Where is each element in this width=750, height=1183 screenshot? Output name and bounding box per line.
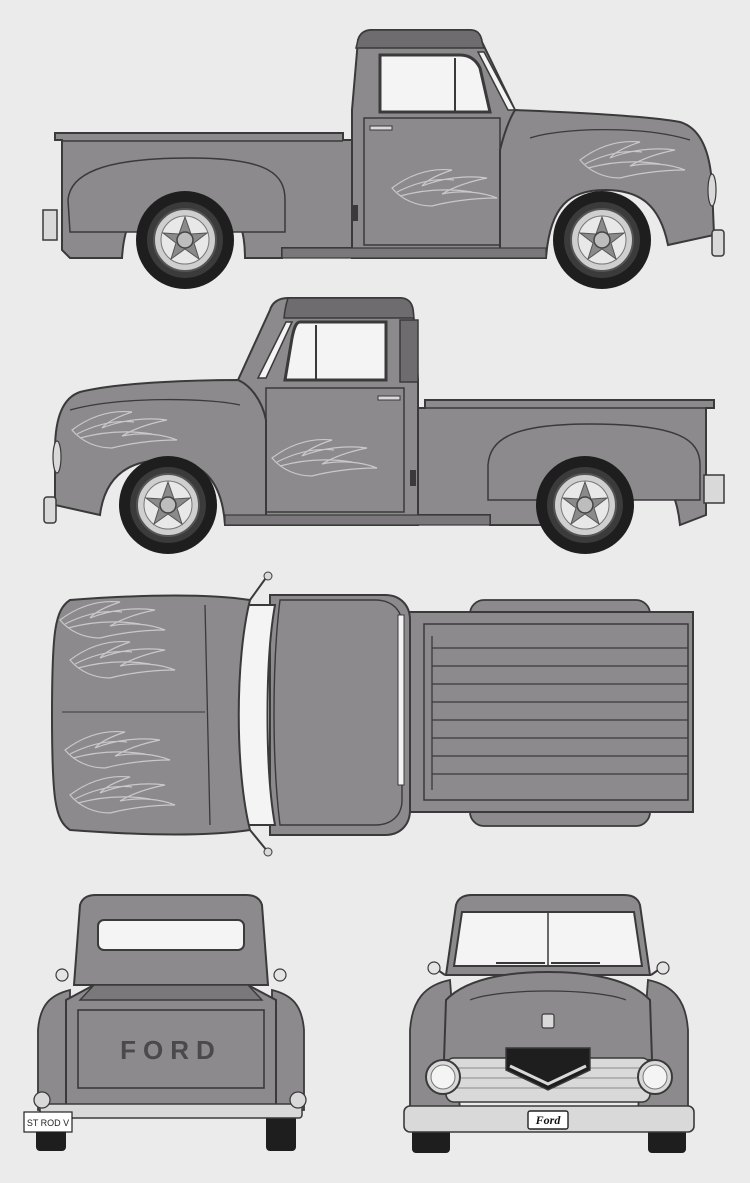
tailgate-lettering: FORD (120, 1035, 222, 1065)
hood-top (50, 594, 252, 836)
side-view-right (42, 29, 725, 290)
rear-bumper (703, 474, 725, 504)
rear-bumper (39, 1103, 303, 1119)
rear-window (97, 919, 245, 951)
rear-bumper (42, 209, 58, 241)
side-window (283, 320, 388, 382)
front-bumper (43, 496, 57, 524)
license-plate (23, 1111, 73, 1133)
grille-v-emblem (505, 1047, 591, 1091)
side-view-left (43, 297, 725, 555)
rear-wheel (535, 455, 635, 555)
rear-view: FORD ST ROD V (23, 894, 307, 1151)
tailgate (77, 1009, 265, 1089)
front-plate-emblem: Ford (535, 1113, 562, 1127)
front-view: Ford (403, 894, 695, 1153)
front-plate (527, 1110, 569, 1130)
license-plate-text: ST ROD V (27, 1118, 69, 1128)
front-bumper (711, 229, 725, 257)
front-wheel (552, 190, 652, 290)
rear-wheel (135, 190, 235, 290)
front-wheel (118, 455, 218, 555)
side-window (378, 53, 492, 114)
top-view (50, 571, 694, 857)
